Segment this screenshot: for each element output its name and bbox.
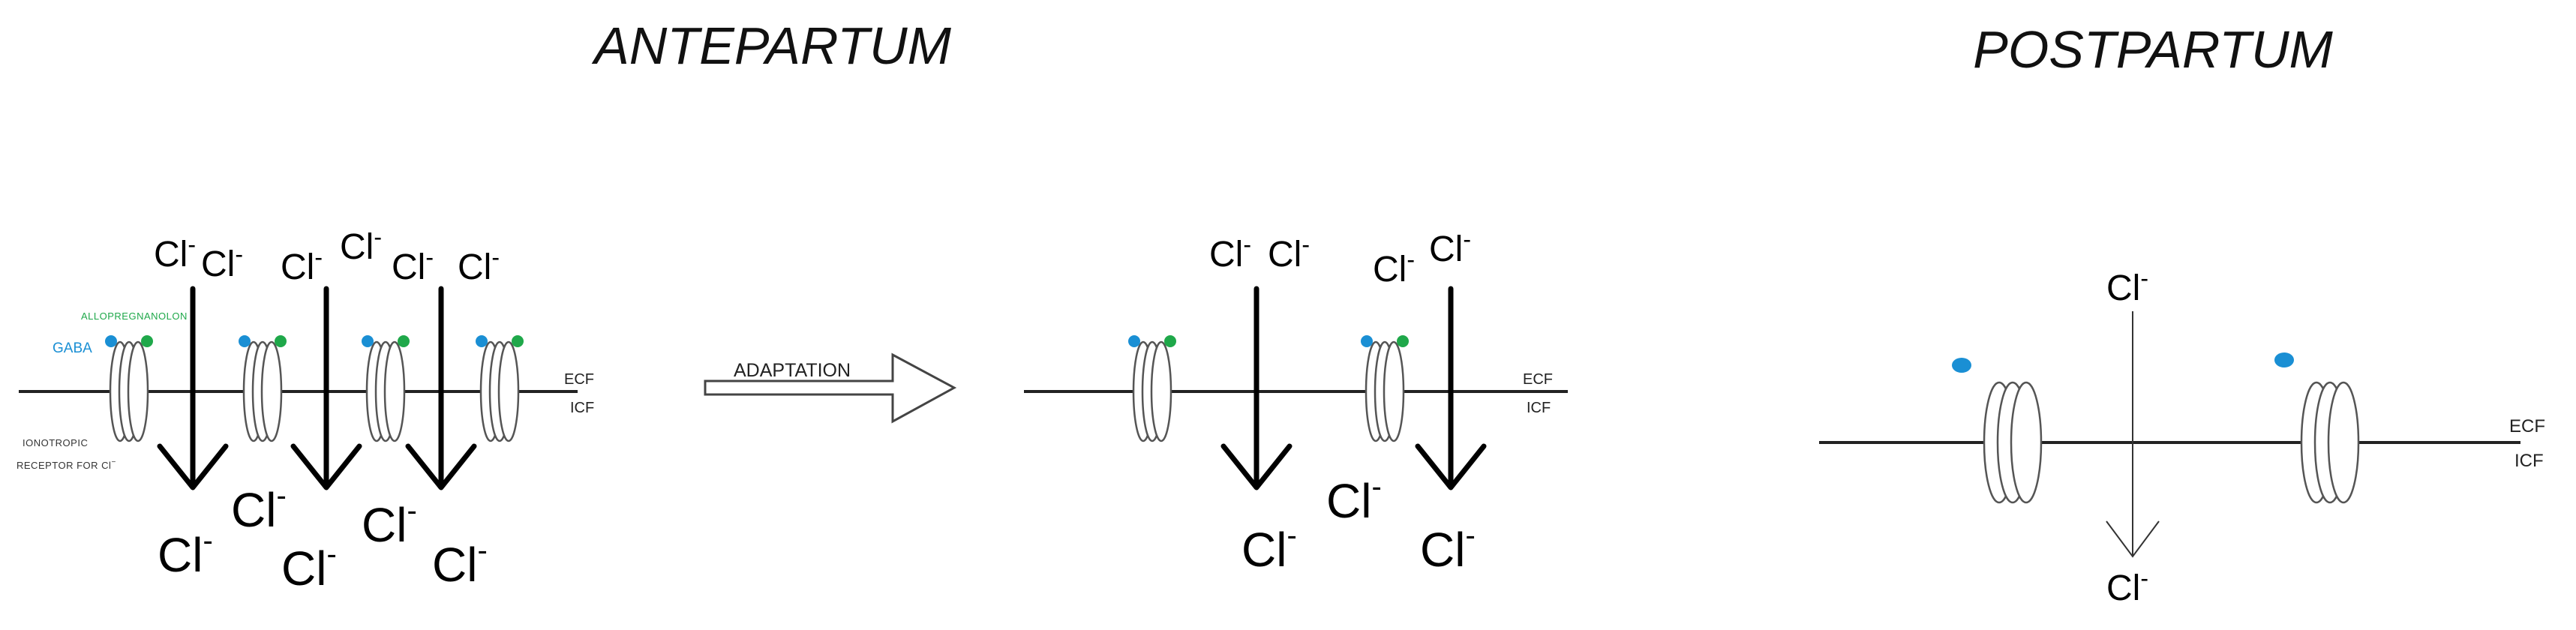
- receptor-label-line2: RECEPTOR FOR Cl−: [17, 458, 116, 471]
- cl-ion-ecf: Cl-: [1373, 246, 1415, 290]
- cl-ion-ecf: Cl-: [1268, 231, 1310, 274]
- gaba-dot: [2274, 352, 2294, 368]
- cl-ion-icf: Cl-: [1326, 470, 1382, 528]
- cl-ion-ecf: Cl-: [281, 244, 323, 287]
- receptor-label-line1: IONOTROPIC: [23, 437, 88, 448]
- cl-ion-icf: Cl-: [432, 534, 488, 592]
- gaba-dot: [105, 335, 117, 347]
- icf-label-1: ICF: [570, 400, 594, 416]
- ecf-label-1: ECF: [564, 371, 594, 388]
- title-antepartum: ANTEPARTUM: [591, 16, 951, 75]
- cl-ion-ecf: Cl-: [340, 224, 382, 267]
- allopregnanolon-dot: [1164, 335, 1176, 347]
- allopregnanolon-dot: [275, 335, 287, 347]
- ecf-label-3: ECF: [2509, 416, 2545, 436]
- receptor-3: [362, 335, 410, 442]
- gaba-dot: [1361, 335, 1373, 347]
- allopregnanolon-dot: [398, 335, 410, 347]
- icf-label-3: ICF: [2514, 451, 2544, 471]
- panel-antepartum: ECF ICF ALLOPREGNANOLON GABA IONOTROPIC …: [17, 224, 594, 596]
- cl-ion-ecf: Cl-: [1429, 226, 1471, 269]
- cl-ion-ecf: Cl-: [154, 231, 196, 274]
- receptor-7: [1983, 381, 2043, 504]
- gaba-dot: [476, 335, 488, 347]
- adaptation-label: ADAPTATION: [734, 360, 851, 381]
- cl-ion-icf: Cl-: [1241, 519, 1297, 577]
- cl-influx-arrow-2: [290, 286, 362, 490]
- receptor-5: [1128, 335, 1176, 442]
- gaba-dot: [362, 335, 374, 347]
- allopregnanolon-dot: [141, 335, 153, 347]
- panel-adaptation: ECF ICF Cl- Cl- Cl- Cl- Cl- Cl- Cl-: [1024, 226, 1568, 577]
- gaba-dot: [239, 335, 251, 347]
- receptor-6: [1361, 335, 1409, 442]
- ecf-label-2: ECF: [1523, 371, 1553, 388]
- cl-ion-icf: Cl-: [281, 538, 337, 596]
- icf-label-2: ICF: [1527, 400, 1551, 416]
- allopregnanolon-label: ALLOPREGNANOLON: [81, 310, 188, 322]
- gaba-label: GABA: [53, 340, 92, 356]
- cl-ion-icf: Cl-: [158, 524, 213, 582]
- cl-influx-arrow-5: [1415, 286, 1487, 490]
- gaba-dot: [1128, 335, 1140, 347]
- panel-postpartum: ECF ICF Cl- Cl-: [1819, 265, 2545, 608]
- cl-influx-arrow-4: [1220, 286, 1293, 490]
- title-postpartum: POSTPARTUM: [1973, 20, 2333, 79]
- receptor-4: [476, 335, 524, 442]
- cl-ion-ecf: Cl-: [2106, 265, 2148, 308]
- cl-weak-flux-arrow: [2106, 311, 2160, 558]
- receptor-8: [2300, 381, 2360, 504]
- cl-ion-ecf: Cl-: [201, 241, 243, 284]
- receptor-1: [105, 335, 153, 442]
- receptor-2: [239, 335, 287, 442]
- allopregnanolon-dot: [512, 335, 524, 347]
- cl-ion-icf: Cl-: [362, 494, 417, 552]
- cl-ion-ecf: Cl-: [392, 244, 434, 287]
- cl-ion-ecf: Cl-: [1209, 231, 1251, 274]
- allopregnanolon-dot: [1397, 335, 1409, 347]
- cl-influx-arrow-1: [157, 286, 229, 490]
- gaba-dot: [1952, 358, 1971, 373]
- cl-ion-ecf: Cl-: [458, 244, 500, 287]
- adaptation-arrow: ADAPTATION: [704, 352, 957, 424]
- cl-ion-icf: Cl-: [1420, 519, 1476, 577]
- cl-influx-arrow-3: [405, 286, 477, 490]
- cl-ion-icf: Cl-: [231, 479, 287, 537]
- cl-ion-icf: Cl-: [2106, 565, 2148, 608]
